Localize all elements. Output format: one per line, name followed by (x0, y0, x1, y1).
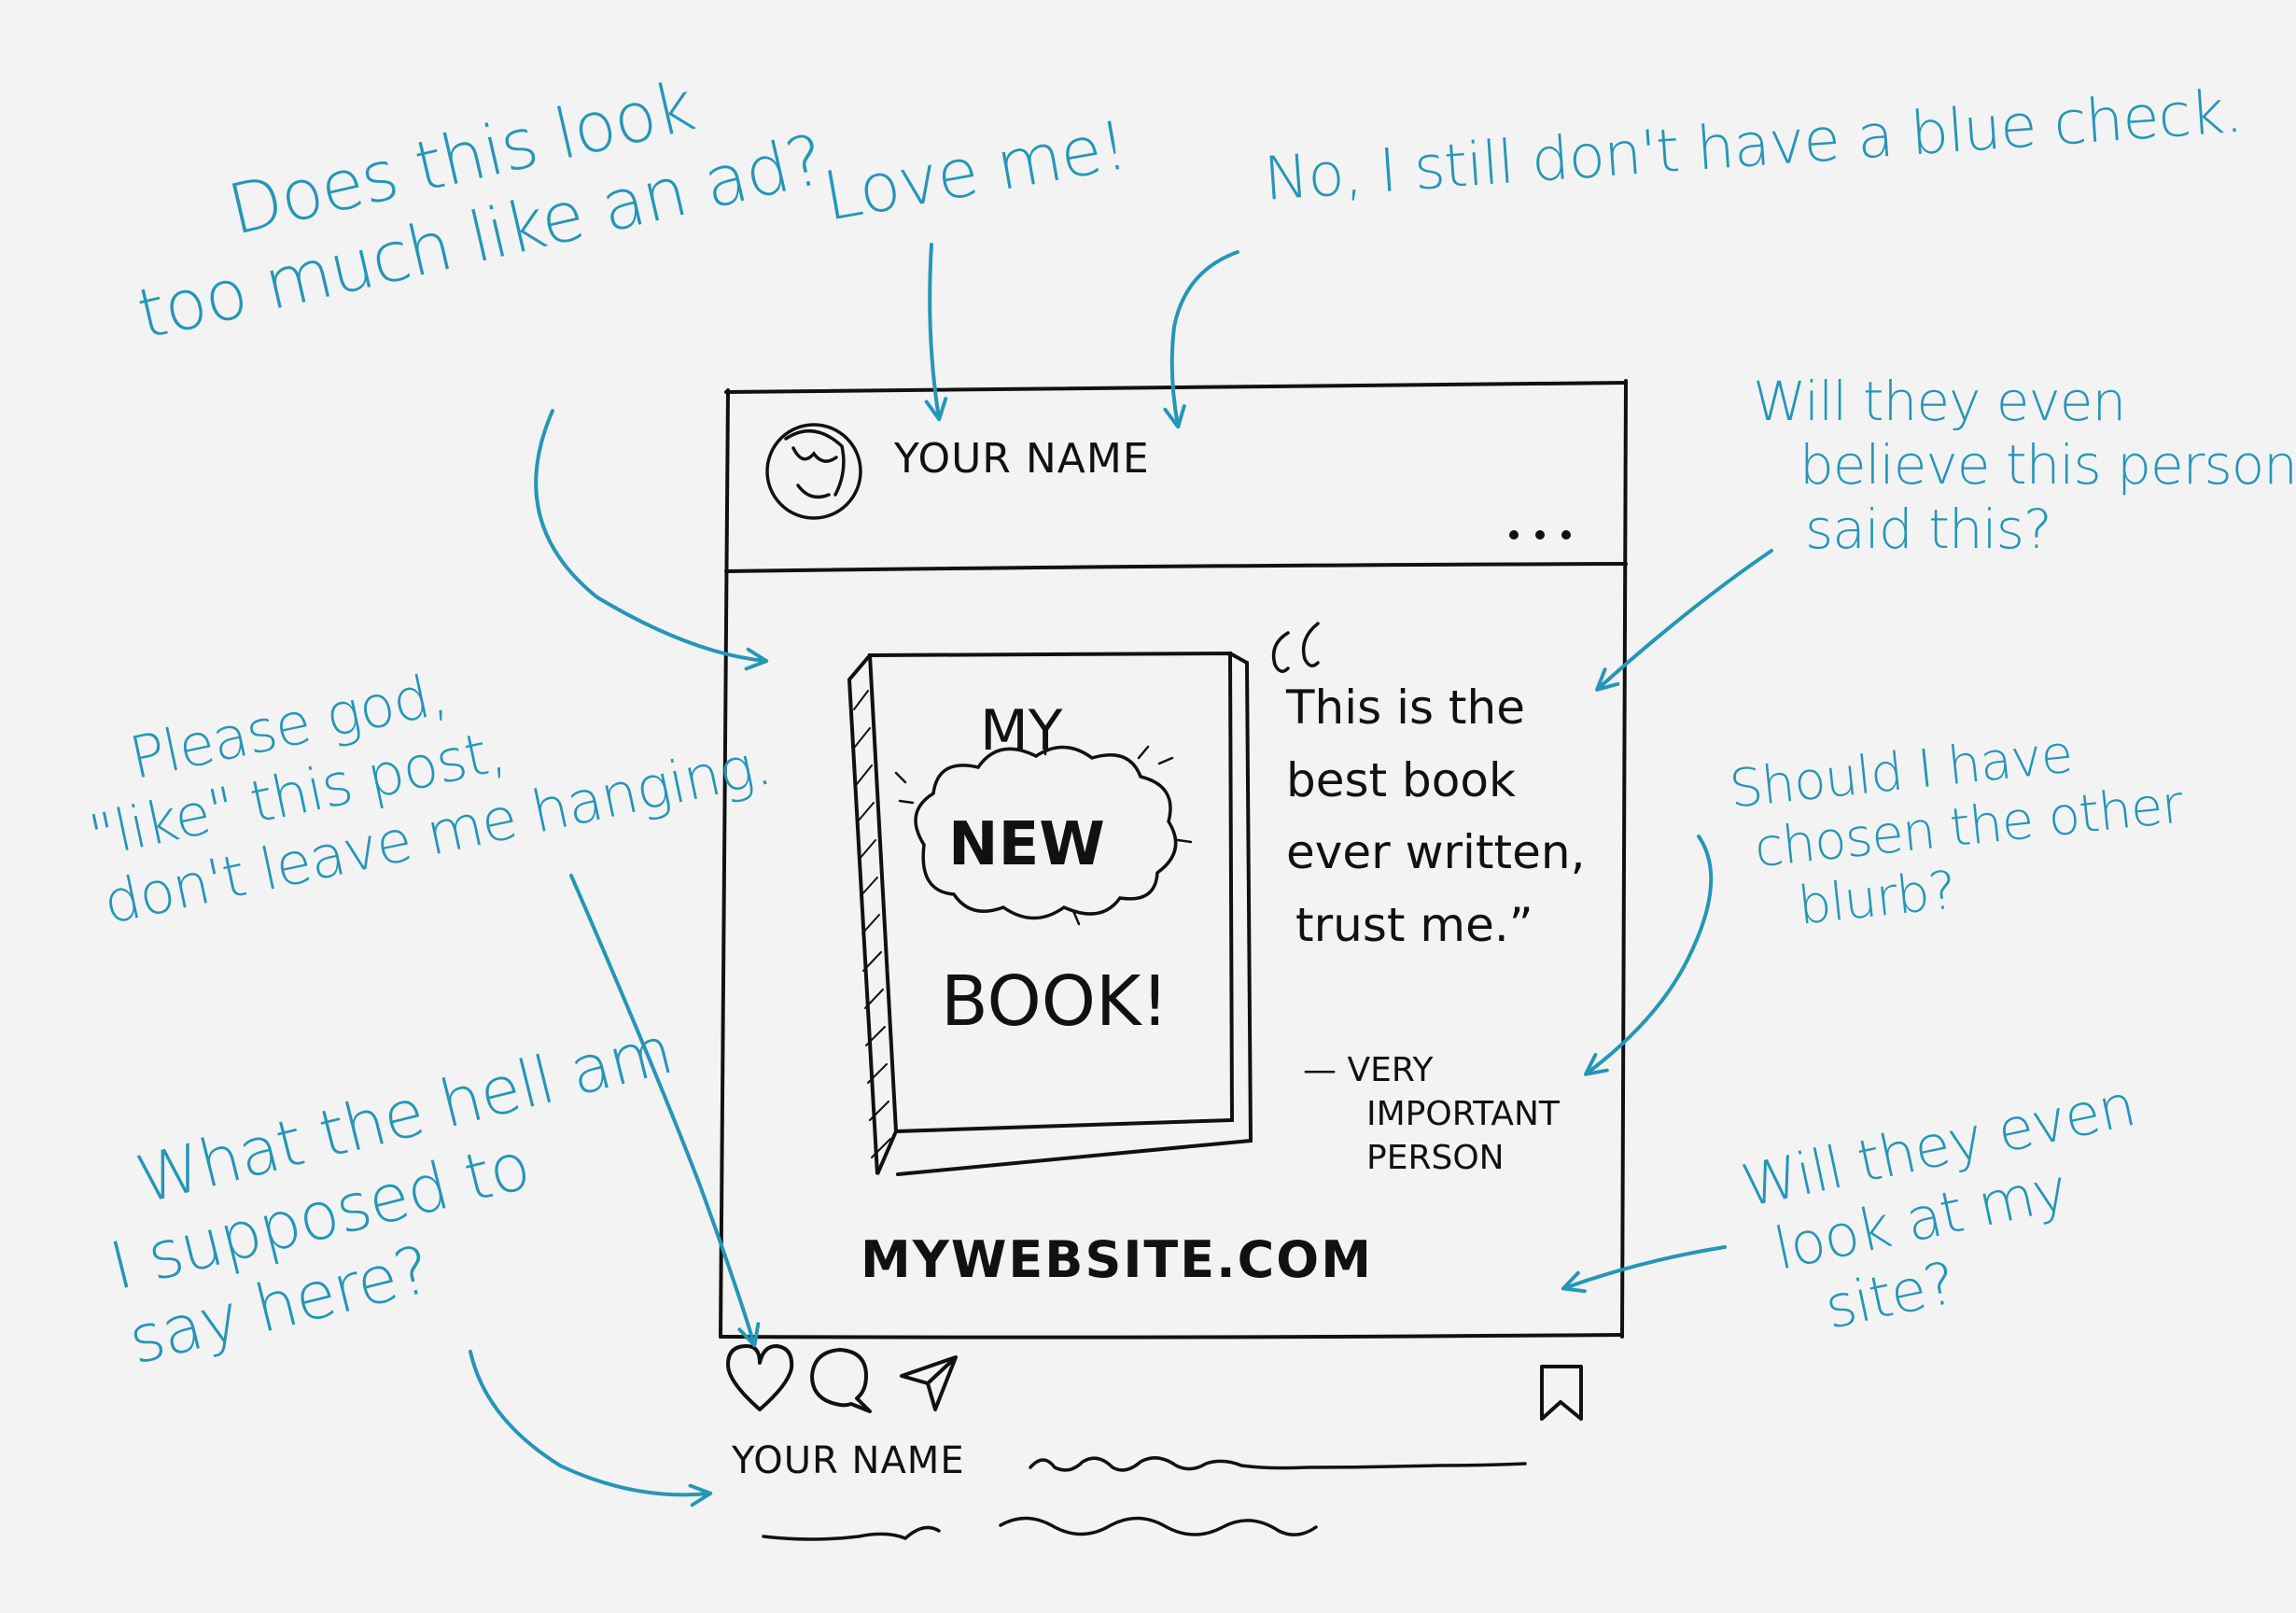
cloud-sparks (894, 737, 1193, 926)
annotation-arrows (469, 243, 1773, 1508)
frame-bottom-edge (719, 1333, 1624, 1339)
arrow-love-me (924, 243, 948, 422)
book-title-line-1: MY (980, 698, 1063, 764)
post-website[interactable]: MYWEBSITE.COM (861, 1230, 1373, 1289)
frame-top-edge (724, 381, 1628, 394)
attribution-line-3: PERSON (1366, 1138, 1505, 1177)
avatar-hair (784, 428, 846, 497)
arrow-blue-check (1163, 250, 1239, 429)
arrow-ad-question (534, 409, 769, 671)
caption-squiggle-3 (999, 1516, 1318, 1536)
post-username[interactable]: YOUR NAME (894, 435, 1150, 483)
avatar (765, 423, 862, 520)
frame-right-edge (1620, 379, 1628, 1339)
caption-username[interactable]: YOUR NAME (732, 1439, 965, 1482)
book-back (896, 652, 1253, 1176)
book-front (867, 651, 1235, 1134)
post-frame (719, 379, 1628, 1339)
book-title-line-3: BOOK! (941, 961, 1169, 1042)
arrow-believe-person (1595, 549, 1773, 692)
book-spine (847, 653, 898, 1175)
quote-line-2: best book (1286, 752, 1516, 807)
note-believe-person-line-1: Will they even (1753, 370, 2126, 433)
note-believe-person-line-2: believe this person (1799, 433, 2296, 498)
quote-attribution: — VERY IMPORTANT PERSON (1303, 1049, 1560, 1180)
attribution-line-2: IMPORTANT (1366, 1094, 1560, 1133)
caption-squiggles (762, 1456, 1527, 1541)
book-spine-hatching (853, 690, 891, 1158)
avatar-face (796, 484, 831, 499)
caption-squiggle-1 (1029, 1456, 1527, 1472)
book-title-line-2: NEW (948, 810, 1105, 879)
arrow-like-post (569, 874, 761, 1348)
heart-icon (726, 1344, 794, 1411)
quote-line-3: ever written, (1286, 825, 1586, 879)
caption-squiggle-2 (762, 1525, 941, 1541)
comment-icon (810, 1348, 872, 1413)
header-divider (724, 562, 1628, 573)
arrow-look-site (1561, 1245, 1727, 1294)
note-believe-person-line-3: said this? (1805, 497, 2052, 561)
ellipsis-icon (1509, 530, 1571, 540)
frame-left-edge (719, 388, 730, 1339)
arrow-other-blurb (1584, 835, 1714, 1076)
note-believe-person: Will they even believe this person said … (1753, 370, 2296, 561)
bookmark-icon (1540, 1365, 1583, 1421)
avatar-fringe (791, 446, 838, 463)
quote-mark (1271, 622, 1320, 673)
arrow-caption-question (469, 1350, 713, 1508)
action-icons (726, 1344, 1583, 1421)
avatar-circle (765, 423, 862, 520)
quote-line-1: This is the (1286, 680, 1525, 735)
attribution-line-1: — VERY (1303, 1051, 1434, 1089)
quote-line-4: trust me.” (1295, 897, 1533, 952)
share-icon (900, 1355, 958, 1411)
book-cover (847, 651, 1253, 1176)
quote-text: This is the best book ever written, trus… (1286, 672, 1585, 961)
cloud-outline (914, 745, 1178, 920)
